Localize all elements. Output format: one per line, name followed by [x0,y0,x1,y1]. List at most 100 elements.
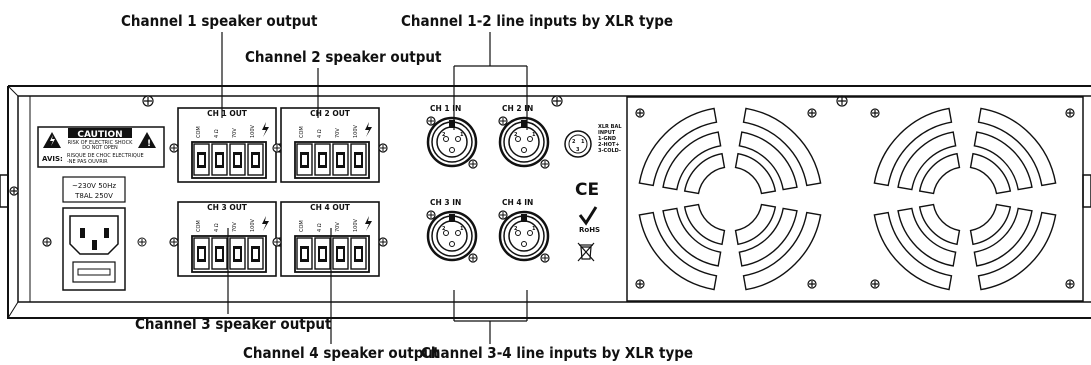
terminal-label: 70V [232,222,238,232]
caution-line-2: DO NOT OPEN [82,145,118,151]
fan-slot [977,211,1057,291]
fan-slot [683,203,726,246]
output-label: CH 3 OUT [207,203,248,212]
fan-slot [742,211,822,291]
callout-ch4-speaker: Channel 4 speaker output [243,344,440,362]
hazard-bolt-icon [262,122,269,137]
xlr-legend-pin-2: 2-HOT+ [598,142,620,148]
terminal-label: COM [299,126,305,138]
fan-slot [742,107,822,187]
svg-text:1: 1 [460,226,464,232]
fan-slot [873,211,953,291]
rack-screw [9,95,848,196]
output-label: CH 2 OUT [310,109,351,118]
fan-slot [969,203,1012,246]
terminal-label: 100V [250,218,256,232]
fan-slot [973,207,1033,267]
weee-bin-icon [577,242,595,262]
avis-label: AVIS: [42,155,63,163]
output-label: CH 4 OUT [310,203,351,212]
input-label: CH 4 IN [502,198,533,207]
fan-slot [897,207,957,267]
callout-ch2-speaker: Channel 2 speaker output [245,48,442,66]
xlr-pin-legend: 2 1 3 XLR BAL INPUT 1-GND 2-HOT+ 3-COLD- [564,124,622,158]
avis-line-1: RISQUE DE CHOC ELECTRIQUE [67,153,144,159]
terminal-label: 4 Ω [317,223,323,232]
rohs-mark: RoHS [578,206,600,234]
xlr-legend-title-2: INPUT [598,130,616,136]
terminal-label: 100V [353,124,359,138]
fan-panel [626,96,1084,302]
svg-text:2: 2 [572,139,576,145]
power-inlet: ~230V 50Hz T8AL 250V [42,176,147,291]
xlr-input-ch3: CH 3 IN 2 1 [426,198,478,263]
terminal-label: 100V [250,124,256,138]
hazard-bolt-icon [262,216,269,231]
terminal-label: 100V [353,218,359,232]
caution-label: ! CAUTION RISK OF ELECTRIC SHOCK DO NOT … [37,126,165,168]
fan-slot [734,152,777,195]
caution-title: CAUTION [77,130,122,140]
fan-screw [635,108,1075,289]
fan-slot [973,131,1033,191]
output-terminal-ch3: CH 3 OUT COM 4 Ω 70V 100V [169,201,285,277]
svg-text:1: 1 [581,139,585,145]
fan-grille-1 [638,107,822,291]
power-fuse: T8AL 250V [74,192,113,200]
input-label: CH 2 IN [502,104,533,113]
svg-text:1: 1 [532,132,536,138]
hazard-bolt-icon [365,216,372,231]
terminal-label: COM [196,220,202,232]
fan-slot [977,107,1057,187]
input-label: CH 1 IN [430,104,461,113]
ce-mark: CE [575,180,599,200]
rohs-text: RoHS [579,226,600,234]
output-label: CH 1 OUT [207,109,248,118]
terminal-label: 70V [335,128,341,138]
power-voltage: ~230V 50Hz [72,182,116,190]
terminal-label: COM [196,126,202,138]
fan-slot [738,131,798,191]
svg-text:2: 2 [442,132,446,138]
terminal-label: 4 Ω [317,129,323,138]
xlr-input-ch1: CH 1 IN 2 1 [426,104,478,169]
output-terminal-ch1: CH 1 OUT COM 4 Ω 70V 100V [169,107,285,183]
svg-text:3: 3 [576,147,580,153]
svg-text:2: 2 [514,132,518,138]
fan-slot [638,107,718,187]
fan-slot [683,152,726,195]
fan-slot [738,207,798,267]
fan-slot [662,131,722,191]
avis-line-2: -NE PAS OUVRIR [67,159,108,165]
fan-slot [662,207,722,267]
input-label: CH 3 IN [430,198,461,207]
terminal-label: 4 Ω [214,223,220,232]
caution-line-1: RISK OF ELECTRIC SHOCK [68,140,133,146]
callout-line-in-12: Channel 1-2 line inputs by XLR type [401,12,673,30]
fan-slot [734,203,777,246]
hazard-bolt-icon [365,122,372,137]
terminal-label: 70V [232,128,238,138]
svg-text:1: 1 [460,132,464,138]
svg-text:2: 2 [514,226,518,232]
callout-line-in-34: Channel 3-4 line inputs by XLR type [421,344,693,362]
svg-text:!: ! [147,139,151,149]
xlr-legend-title-1: XLR BAL [598,124,622,130]
fan-slot [918,152,961,195]
output-terminal-ch2: CH 2 OUT COM 4 Ω 70V 100V [272,107,388,183]
terminal-label: COM [299,220,305,232]
xlr-legend-pin-1: 1-GND [598,136,616,142]
leader-lines [221,32,528,344]
callout-ch3-speaker: Channel 3 speaker output [135,315,332,333]
fan-slot [873,107,953,187]
svg-text:2: 2 [442,226,446,232]
fan-slot [897,131,957,191]
fan-slot [969,152,1012,195]
fan-slot [918,203,961,246]
terminal-label: 4 Ω [214,129,220,138]
